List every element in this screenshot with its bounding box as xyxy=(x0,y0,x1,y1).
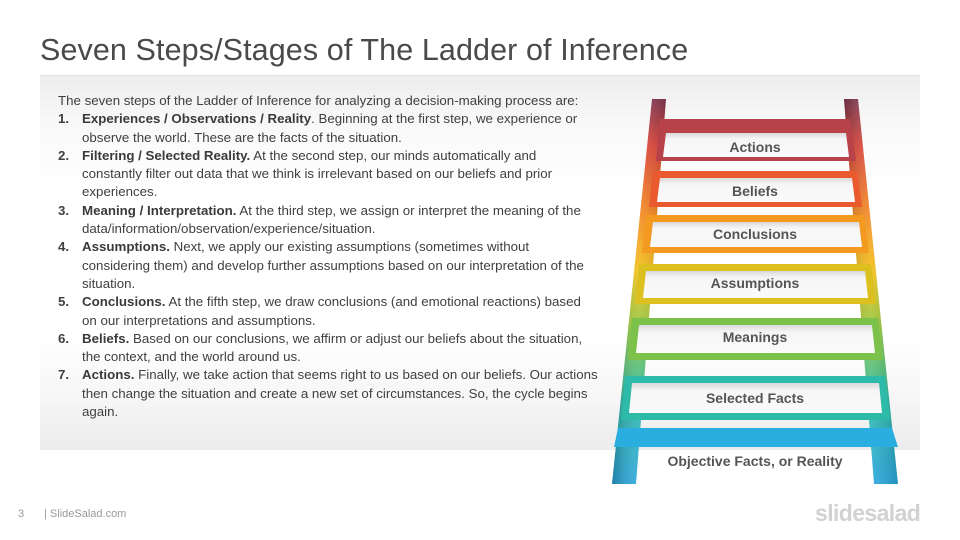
rung-label-assumptions: Assumptions xyxy=(710,275,800,291)
rung-label-beliefs: Beliefs xyxy=(732,183,778,199)
steps-list: 1. Experiences / Observations / Reality. … xyxy=(58,110,598,421)
step-label: Filtering / Selected Reality. xyxy=(82,147,251,163)
step-number: 7. xyxy=(58,367,70,383)
step-label: Beliefs. xyxy=(82,330,130,346)
step-item: 7. Actions. Finally, we take action that … xyxy=(58,366,598,421)
step-label: Experiences / Observations / Reality xyxy=(82,111,312,127)
step-number: 2. xyxy=(58,147,70,163)
rung-label-selected-facts: Selected Facts xyxy=(705,390,805,406)
step-label: Conclusions. xyxy=(82,294,166,310)
step-item: 2. Filtering / Selected Reality. At the s… xyxy=(58,147,598,202)
title-divider xyxy=(40,75,920,76)
step-item: 5. Conclusions. At the fifth step, we dra… xyxy=(58,293,598,330)
ladder-rung-panel xyxy=(663,133,849,157)
ladder-base xyxy=(614,428,898,447)
step-number: 3. xyxy=(58,202,70,218)
step-number: 6. xyxy=(58,330,70,346)
step-label: Actions. xyxy=(82,367,135,383)
step-text: Based on our conclusions, we affirm or a… xyxy=(82,330,583,365)
step-item: 1. Experiences / Observations / Reality. … xyxy=(58,110,598,147)
ladder-rung-panel xyxy=(636,325,875,353)
step-label: Assumptions. xyxy=(82,239,170,255)
step-item: 3. Meaning / Interpretation. At the third… xyxy=(58,202,598,239)
step-number: 1. xyxy=(58,111,70,127)
step-text: Next, we apply our existing assumptions … xyxy=(82,239,584,291)
step-text: . Beginning at the first step, we experi… xyxy=(82,111,578,145)
page-number: 3 xyxy=(18,508,25,520)
step-label: Meaning / Interpretation. xyxy=(82,202,237,218)
step-text: At the second step, our minds automatica… xyxy=(82,147,553,200)
step-item: 6. Beliefs. Based on our conclusions, we … xyxy=(58,330,598,367)
ladder-rung-panel xyxy=(657,178,855,202)
slidesalad-logo: slidesalad xyxy=(815,500,921,526)
ladder-svg xyxy=(612,99,898,484)
ladder-rung-panel xyxy=(650,222,862,247)
rung-label-meanings: Meanings xyxy=(722,329,788,345)
rung-label-objective-facts: Objective Facts, or Reality xyxy=(667,453,843,469)
rung-label-conclusions: Conclusions xyxy=(712,226,797,242)
step-text: At the third step, we assign or interpre… xyxy=(82,202,581,237)
slide-title: Seven Steps/Stages of The Ladder of Infe… xyxy=(40,33,689,67)
ladder-rung-panel xyxy=(643,271,868,298)
step-item: 4. Assumptions. Next, we apply our existi… xyxy=(58,238,598,293)
ladder-rung-panel xyxy=(629,383,882,413)
intro-text: The seven steps of the Ladder of Inferen… xyxy=(58,93,579,108)
ladder-graphic xyxy=(600,95,910,490)
step-text: Finally, we take action that seems right… xyxy=(82,367,598,420)
step-number: 5. xyxy=(58,294,70,310)
step-number: 4. xyxy=(58,239,70,255)
footer-brand-text: | SlideSalad.com xyxy=(44,508,127,520)
rung-label-actions: Actions xyxy=(729,139,781,155)
steps-description: The seven steps of the Ladder of Inferen… xyxy=(58,92,598,421)
step-text: At the fifth step, we draw conclusions (… xyxy=(82,294,581,328)
